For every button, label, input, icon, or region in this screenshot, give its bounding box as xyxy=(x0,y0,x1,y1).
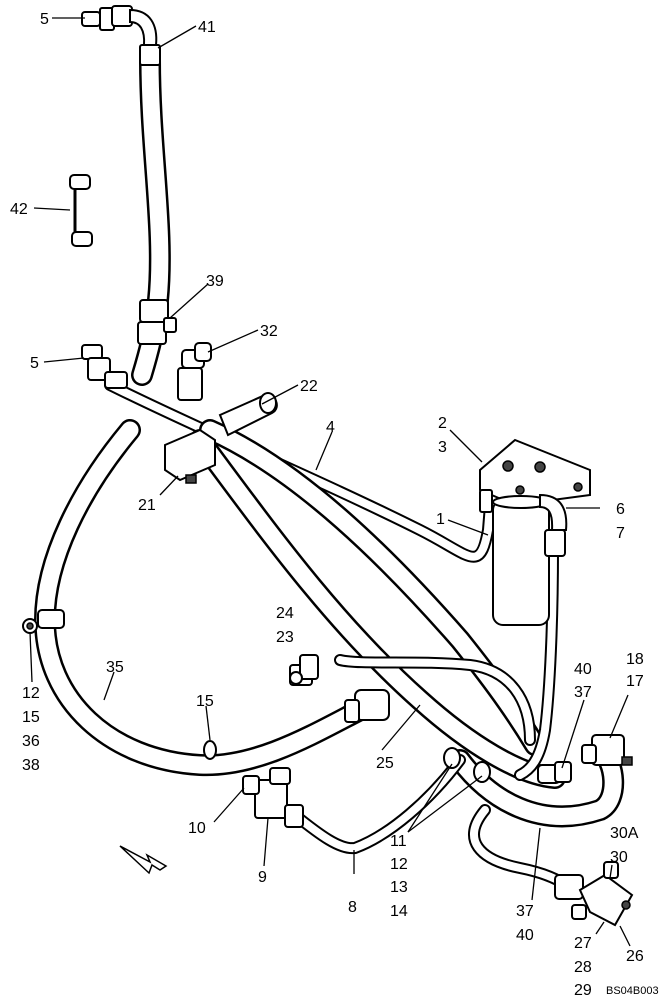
label-7: 7 xyxy=(616,525,625,542)
hose-8 xyxy=(289,754,466,855)
label-6: 6 xyxy=(616,501,625,518)
manifold-block-21 xyxy=(164,428,216,484)
label-23: 23 xyxy=(276,629,294,646)
hoses xyxy=(34,49,625,894)
label-38: 38 xyxy=(22,757,40,774)
fitting-5-side xyxy=(81,344,128,389)
label-37-lower: 37 xyxy=(516,903,534,920)
label-12-left: 12 xyxy=(22,685,40,702)
leader-lines xyxy=(29,17,631,947)
label-27: 27 xyxy=(574,935,592,952)
hose-35 xyxy=(34,419,381,777)
elbow-fitting-5-top xyxy=(81,5,161,66)
label-2: 2 xyxy=(438,415,447,432)
label-32: 32 xyxy=(260,323,278,340)
fitting-25 xyxy=(344,689,390,723)
label-15-left: 15 xyxy=(22,709,40,726)
label-15-center: 15 xyxy=(196,693,214,710)
label-29: 29 xyxy=(574,982,592,999)
clamp-left xyxy=(22,609,65,634)
tube-22 xyxy=(218,392,278,437)
hose-6-down xyxy=(514,544,559,781)
hose-25 xyxy=(189,429,566,789)
label-42: 42 xyxy=(10,201,28,218)
label-17: 17 xyxy=(626,673,644,690)
label-41: 41 xyxy=(198,19,216,36)
valve-26 xyxy=(554,861,634,927)
label-1: 1 xyxy=(436,511,445,528)
coupler-39 xyxy=(137,299,177,345)
label-24: 24 xyxy=(276,605,294,622)
label-5-top: 5 xyxy=(40,11,49,28)
part-labels: 5 41 42 39 5 32 22 4 2 3 21 1 6 7 24 23 … xyxy=(10,11,659,999)
label-4: 4 xyxy=(326,419,335,436)
elbow-32 xyxy=(177,342,212,401)
filter-assembly xyxy=(479,438,591,626)
label-3: 3 xyxy=(438,439,447,456)
tee-9-10 xyxy=(242,767,304,828)
label-9: 9 xyxy=(258,869,267,886)
label-40-upper: 40 xyxy=(574,661,592,678)
label-35: 35 xyxy=(106,659,124,676)
label-18: 18 xyxy=(626,651,644,668)
drawing-code: BS04B003 xyxy=(606,985,659,997)
label-39: 39 xyxy=(206,273,224,290)
label-28: 28 xyxy=(574,959,592,976)
bracket-42 xyxy=(69,174,93,247)
hose-to-filter xyxy=(199,419,546,756)
label-13: 13 xyxy=(390,879,408,896)
label-21: 21 xyxy=(138,497,156,514)
label-37-upper: 37 xyxy=(574,684,592,701)
label-22: 22 xyxy=(300,378,318,395)
coupler-17-18 xyxy=(581,734,633,766)
connector-23-24 xyxy=(289,654,319,686)
clamp-15 xyxy=(203,740,217,760)
label-25: 25 xyxy=(376,755,394,772)
fittings xyxy=(22,5,634,927)
label-11: 11 xyxy=(390,833,407,850)
label-10: 10 xyxy=(188,820,206,837)
label-14: 14 xyxy=(390,903,408,920)
label-12-center: 12 xyxy=(390,856,408,873)
label-36: 36 xyxy=(22,733,40,750)
clamp-11 xyxy=(443,747,491,783)
label-30: 30 xyxy=(610,849,628,866)
label-5-side: 5 xyxy=(30,355,39,372)
label-8: 8 xyxy=(348,899,357,916)
label-26: 26 xyxy=(626,948,644,965)
label-30A: 30A xyxy=(610,825,639,842)
direction-arrow-icon xyxy=(119,845,168,875)
hose-41 xyxy=(131,49,171,386)
label-40-lower: 40 xyxy=(516,927,534,944)
hose-4 xyxy=(104,379,496,563)
hose-near-23 xyxy=(334,654,536,746)
hose-37-40 xyxy=(449,739,625,828)
elbow-37-40 xyxy=(537,761,572,784)
